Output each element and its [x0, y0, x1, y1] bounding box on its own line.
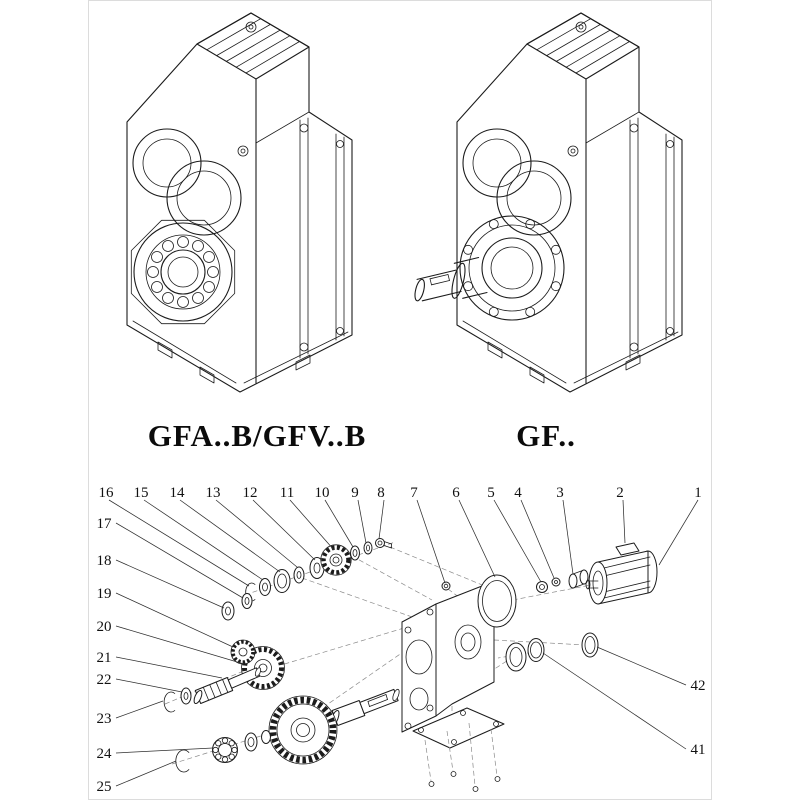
intermediate-gear-parts [163, 639, 285, 713]
model-label-left: GFA..B/GFV..B [148, 418, 367, 453]
gearbox-drawing-gfab [126, 12, 353, 393]
part-number-17: 17 [97, 516, 113, 532]
roof-fins [196, 12, 310, 80]
gasket-ring [477, 574, 517, 628]
lifting-eye-hole [245, 21, 257, 33]
input-shaft-small-parts [221, 538, 451, 621]
output-shaft [414, 256, 488, 302]
input-bearing-bosses [132, 128, 249, 236]
part-number-5: 5 [487, 485, 495, 501]
page-frame [88, 0, 712, 800]
hollow-shaft-bearing-flange [130, 219, 236, 325]
part-number-24: 24 [97, 746, 113, 762]
part-number-11: 11 [280, 485, 294, 501]
bottom-cover-plate [412, 707, 505, 792]
part-number-22: 22 [97, 672, 112, 688]
output-shaft-parts [175, 688, 400, 773]
motor-side-small-parts [536, 569, 589, 593]
output-side-rings [505, 632, 599, 672]
part-number-3: 3 [556, 485, 564, 501]
part-number-42: 42 [691, 678, 706, 694]
part-number-23: 23 [97, 711, 112, 727]
gearbox-drawing-gf [414, 12, 683, 393]
mounting-feet [487, 341, 641, 384]
part-number-16: 16 [99, 485, 115, 501]
part-number-6: 6 [452, 485, 460, 501]
part-number-20: 20 [97, 619, 112, 635]
part-number-14: 14 [170, 485, 186, 501]
part-number-9: 9 [351, 485, 359, 501]
part-number-7: 7 [410, 485, 418, 501]
part-number-21: 21 [97, 650, 112, 666]
roof-fins [526, 12, 640, 80]
part-number-labels: 16 15 14 13 12 11 10 9 8 7 6 5 4 3 2 1 1… [97, 485, 706, 795]
side-panel-ribs [629, 117, 675, 359]
part-number-1: 1 [694, 485, 702, 501]
leader-lines [108, 499, 699, 787]
part-number-12: 12 [243, 485, 258, 501]
part-number-2: 2 [616, 485, 624, 501]
part-number-4: 4 [514, 485, 522, 501]
motor-assembly [585, 542, 658, 605]
part-number-19: 19 [97, 586, 112, 602]
part-number-41: 41 [691, 742, 706, 758]
part-number-15: 15 [134, 485, 149, 501]
output-flange [459, 215, 565, 321]
exploded-parts-diagram: 16 15 14 13 12 11 10 9 8 7 6 5 4 3 2 1 1… [97, 485, 706, 795]
mounting-feet [157, 341, 311, 384]
gear-housing-assembly [401, 585, 495, 733]
model-label-right: GF.. [516, 418, 576, 453]
part-number-13: 13 [206, 485, 221, 501]
side-panel-ribs [299, 117, 345, 359]
part-number-10: 10 [315, 485, 330, 501]
part-number-25: 25 [97, 779, 112, 795]
input-bearing-bosses [462, 128, 579, 236]
lifting-eye-hole [575, 21, 587, 33]
part-number-8: 8 [377, 485, 385, 501]
part-number-18: 18 [97, 553, 112, 569]
